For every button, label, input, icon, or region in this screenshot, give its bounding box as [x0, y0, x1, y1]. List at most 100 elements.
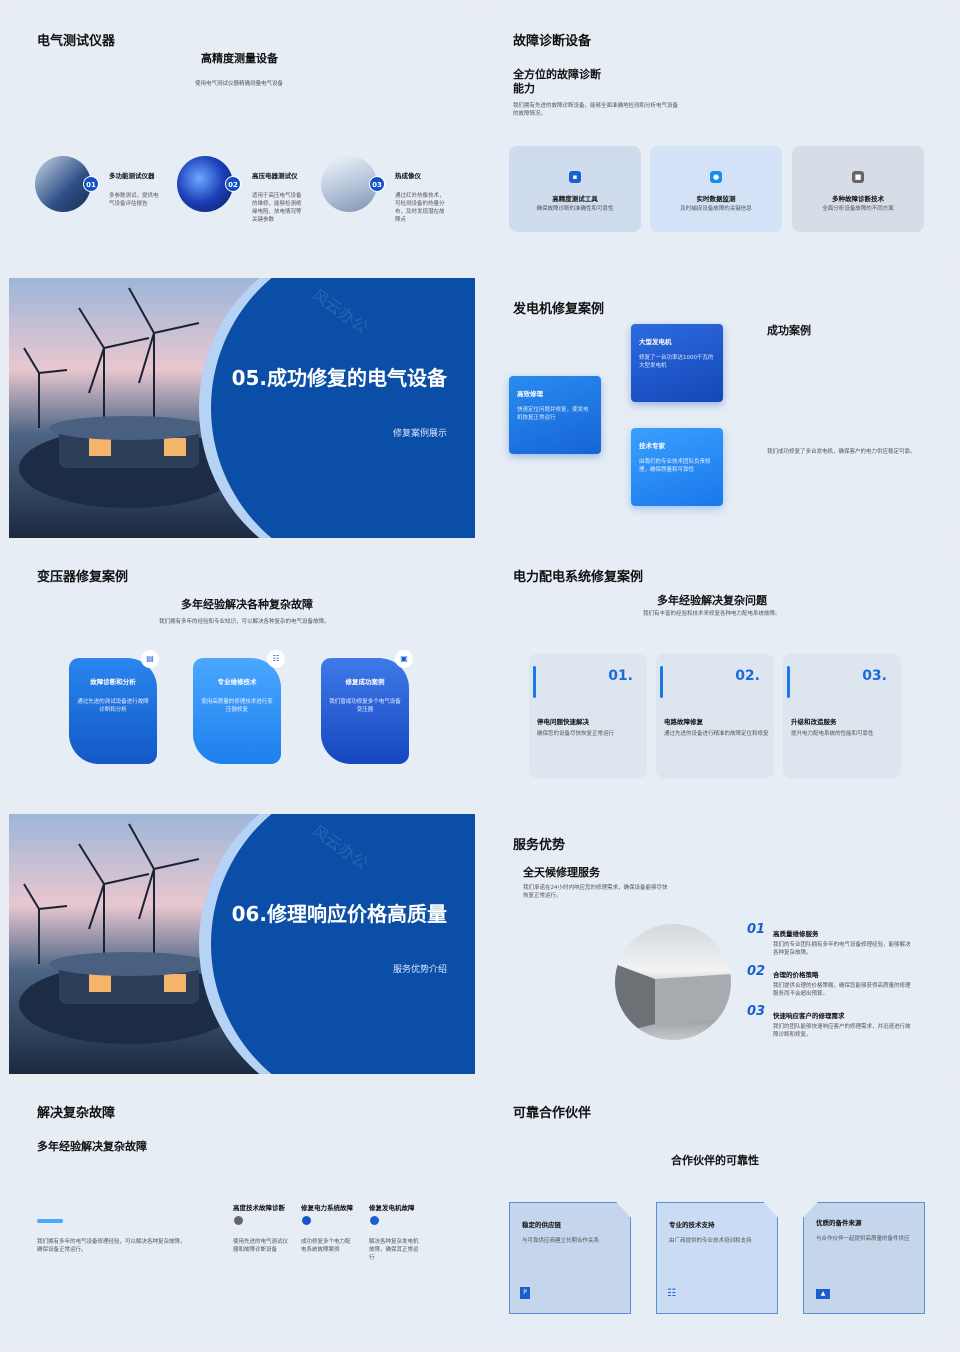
card-title: 电路故障修复 [664, 718, 703, 726]
item-desc: 适用于高压电气设备的维修，能够检测绝缘电阻、放电情况等关键参数 [252, 193, 302, 223]
partner-card[interactable]: 专业的技术支持 由厂商提供的专业技术培训和支持 ☷ [656, 1202, 778, 1314]
wind-turbine-illustration [19, 823, 239, 1044]
slide-subtitle: 合作伙伴的可靠性 [671, 1154, 759, 1167]
building-illustration [615, 964, 731, 1034]
partner-card[interactable]: 稳定的供应链 与可靠供应商建立长期合作关系 P [509, 1202, 631, 1314]
card-desc: 确保您的设备尽快恢复正常运行 [537, 731, 615, 737]
case-card[interactable]: 大型发电机 修复了一台功率达1000千瓦的大型发电机 [631, 324, 723, 402]
document-icon: ▤ [141, 650, 159, 668]
item-title: 高度技术故障诊断 [233, 1204, 285, 1212]
slide-desc: 我们有丰富的经验和技术来修复各种电力配电系统故障。 [643, 611, 781, 617]
case-card[interactable]: 高效修理 快速定位问题并修复，使发电机恢复正常运行 [509, 376, 601, 454]
item-desc: 解决各种复杂发电机故障，确保其正常运行 [369, 1239, 419, 1261]
chat-icon: ▪ [569, 171, 581, 183]
card-desc: 通过先进的测试设备进行故障诊断和分析 [77, 699, 149, 713]
slide-reliable-partners[interactable]: 可靠合作伙伴 合作伙伴的可靠性 稳定的供应链 与可靠供应商建立长期合作关系 P … [485, 1082, 951, 1342]
slide-desc: 我们承诺在24小时内响应您的修理需求，确保设备能够尽快恢复正常运行。 [523, 885, 668, 899]
slide-title: 电气测试仪器 [37, 34, 116, 49]
accent-bar [533, 666, 536, 698]
case-card[interactable]: 02. 电路故障修复 通过先进的设备进行精准的故障定位和修复 [656, 654, 774, 778]
accent-bar [660, 666, 663, 698]
bullet-dot [234, 1216, 243, 1225]
item-desc: 我们的专业团队拥有多年的电气设备修理经验，能够解决各种复杂故障。 [773, 942, 911, 956]
item-desc: 通过红外热像技术，可检测设备的热量分布，及时发现潜在故障点 [395, 193, 445, 223]
case-card[interactable]: 03. 升级和改造服务 提升电力配电系统的性能和可靠性 [783, 654, 901, 778]
card-desc: 与可靠供应商建立长期合作关系 [522, 1238, 600, 1244]
slide-section-05[interactable]: 风云办公 05.成功修复的电气设备 修复案例展示 [9, 278, 475, 538]
slide-generator-repair-cases[interactable]: 发电机修复案例 大型发电机 修复了一台功率达1000千瓦的大型发电机 高效修理 … [485, 278, 951, 538]
card-desc: 全面分析设备故障的不同方面 [822, 206, 894, 212]
slide-title: 电力配电系统修复案例 [513, 570, 644, 585]
card-title: 优质的备件来源 [816, 1219, 862, 1227]
item-title: 修复发电机故障 [369, 1204, 415, 1212]
card-number: 02. [735, 668, 760, 684]
slide-desc: 我们拥有先进的故障诊断设备，能够全面准确地检测和分析电气设备的故障情况。 [513, 103, 679, 117]
slide-desc: 我们拥有多年的经验和专业知识，可以解决各种复杂的电气设备故障。 [159, 619, 330, 625]
case-card[interactable]: 专业维修技术 使用高质量的修理技术进行变压器修复 [193, 658, 281, 764]
bullet-dot [370, 1216, 379, 1225]
card-title: 高精度测试工具 [552, 195, 598, 203]
item-desc: 我们提供合理的价格策略，确保您能够获得高质量的修理服务而不会超出预算。 [773, 983, 911, 997]
card-title: 稳定的供应链 [522, 1221, 561, 1229]
card-number: 01. [608, 668, 633, 684]
section-subtitle: 修复案例展示 [392, 429, 447, 439]
wind-turbine-illustration [19, 287, 239, 508]
item-desc: 多参数测试，提供电气设备评估报告 [109, 193, 159, 207]
slide-title: 发电机修复案例 [513, 302, 605, 317]
card-title: 专业的技术支持 [669, 1221, 715, 1229]
item-number: 03 [747, 1004, 766, 1019]
item-title: 合理的价格策略 [773, 971, 819, 979]
card-title: 修复成功案例 [345, 678, 385, 686]
slide-subtitle: 多年经验解决复杂故障 [37, 1140, 147, 1153]
slide-subtitle: 高精度测量设备 [201, 52, 278, 65]
item-number: 02 [747, 964, 766, 979]
slide-power-distribution-cases[interactable]: 电力配电系统修复案例 多年经验解决复杂问题 我们有丰富的经验和技术来修复各种电力… [485, 546, 951, 806]
slide-service-advantages[interactable]: 服务优势 全天候修理服务 我们承诺在24小时内响应您的修理需求，确保设备能够尽快… [485, 814, 951, 1074]
partner-card[interactable]: 优质的备件来源 与合作伙伴一起提供高质量的备件供应 ▲ [803, 1202, 925, 1314]
circuit-image [177, 156, 233, 212]
slide-title: 故障诊断设备 [513, 34, 592, 49]
feature-card[interactable]: ■ 多种故障诊断技术 全面分析设备故障的不同方面 [792, 146, 924, 232]
case-card[interactable]: 故障诊断和分析 通过先进的测试设备进行故障诊断和分析 [69, 658, 157, 764]
accent-bar [37, 1219, 63, 1223]
slide-fault-diagnosis-equipment[interactable]: 故障诊断设备 全方位的故障诊断能力 我们拥有先进的故障诊断设备，能够全面准确地检… [485, 10, 951, 270]
slide-title: 解决复杂故障 [37, 1106, 116, 1121]
card-number: 03. [862, 668, 887, 684]
section-title: 05.成功修复的电气设备 [231, 366, 447, 390]
slide-subtitle: 全方位的故障诊断能力 [513, 68, 601, 95]
slide-electrical-test-instruments[interactable]: 电气测试仪器 高精度测量设备 使用电气测试仪器精确测量电气设备 01 多功能测试… [9, 10, 475, 270]
skyscraper-image [321, 156, 377, 212]
image-icon: ▣ [395, 650, 413, 668]
slide-complex-faults[interactable]: 解决复杂故障 多年经验解决复杂故障 我们拥有多年的电气设备修理经验，可以解决各种… [9, 1082, 475, 1342]
monitor-icon: ● [710, 171, 722, 183]
item-desc: 成功修复多个电力配电系统故障案例 [301, 1239, 351, 1253]
card-title: 技术专家 [639, 442, 665, 450]
network-icon: ☷ [667, 1288, 676, 1299]
right-title: 成功案例 [767, 324, 811, 337]
card-desc: 我们曾成功修复多个电气设备变压器 [329, 699, 401, 713]
slide-transformer-repair-cases[interactable]: 变压器修复案例 多年经验解决各种复杂故障 我们拥有多年的经验和专业知识，可以解决… [9, 546, 475, 806]
card-title: 多种故障诊断技术 [832, 195, 884, 203]
slide-section-06[interactable]: 风云办公 06.修理响应价格高质量 服务优势介绍 [9, 814, 475, 1074]
item-title: 多功能测试仪器 [109, 172, 155, 180]
slide-desc: 我们拥有多年的电气设备修理经验，可以解决各种复杂故障，确保设备正常运行。 [37, 1239, 186, 1253]
card-desc: 提升电力配电系统的性能和可靠性 [791, 731, 874, 737]
card-title: 高效修理 [517, 390, 543, 398]
blue-panel [211, 278, 475, 538]
case-card[interactable]: 修复成功案例 我们曾成功修复多个电气设备变压器 [321, 658, 409, 764]
feature-card[interactable]: ▪ 高精度测试工具 确保故障诊断的准确性和可靠性 [509, 146, 641, 232]
item-number: 01 [747, 922, 766, 937]
card-desc: 使用高质量的修理技术进行变压器修复 [201, 699, 273, 713]
case-card[interactable]: 01. 停电问题快速解决 确保您的设备尽快恢复正常运行 [529, 654, 647, 778]
card-title: 实时数据监测 [696, 195, 736, 203]
case-card[interactable]: 技术专家 由我们的专业技术团队负责修理，确保质量和可靠性 [631, 428, 723, 506]
slide-subtitle: 多年经验解决各种复杂故障 [181, 598, 313, 611]
item-title: 热成像仪 [395, 172, 421, 180]
network-icon: ☷ [267, 650, 285, 668]
card-desc: 确保故障诊断的准确性和可靠性 [536, 206, 614, 212]
slide-subtitle: 多年经验解决复杂问题 [657, 594, 767, 607]
feature-card[interactable]: ● 实时数据监测 及时捕捉设备故障的关键信息 [650, 146, 782, 232]
accent-bar [787, 666, 790, 698]
architecture-image [615, 924, 731, 1040]
item-desc: 我们的团队能够快速响应客户的修理需求，并迅速进行故障诊断和修复。 [773, 1024, 911, 1038]
